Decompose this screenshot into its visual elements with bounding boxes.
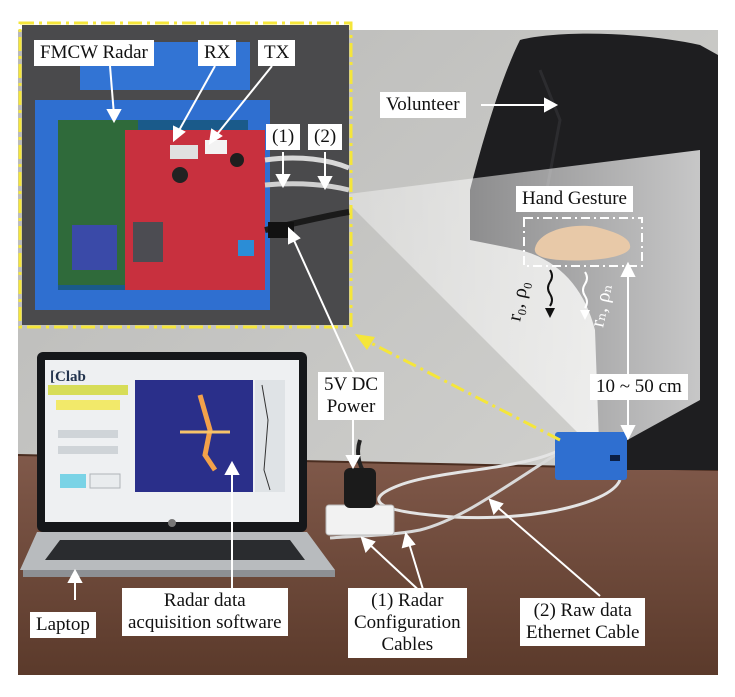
power-adapter: [325, 504, 395, 536]
label-software-line2: acquisition software: [128, 611, 282, 633]
hand-region-box: [523, 217, 643, 267]
label-power: 5V DC Power: [318, 372, 385, 420]
label-hand-gesture: Hand Gesture: [516, 186, 633, 212]
label-ethernet-line2: Ethernet Cable: [526, 621, 640, 643]
label-port-2: (2): [308, 124, 343, 150]
range-doppler-plot: [135, 380, 253, 492]
hand-shape: [534, 225, 631, 261]
distance-arrow: [620, 261, 636, 441]
software-logo: [Clab: [50, 369, 86, 385]
label-distance: 10 ~ 50 cm: [590, 374, 688, 400]
label-tx: TX: [258, 40, 296, 66]
label-software-line1: Radar data: [163, 590, 246, 611]
label-ethernet-cable: (2) Raw data Ethernet Cable: [520, 598, 646, 646]
label-config-line1: (1) Radar: [371, 590, 444, 611]
inset-link-line: [364, 338, 561, 442]
label-power-line2: Power: [326, 395, 376, 417]
label-config-line2: Configuration: [354, 611, 461, 633]
label-software: Radar data acquisition software: [122, 588, 288, 636]
label-power-line1: 5V DC: [324, 374, 379, 395]
label-laptop: Laptop: [30, 612, 96, 638]
label-ethernet-line1: (2) Raw data: [533, 600, 632, 621]
label-config-cables: (1) Radar Configuration Cables: [348, 588, 467, 658]
label-rx: RX: [198, 40, 237, 66]
label-port-1: (1): [266, 124, 301, 150]
inset-highlight-frame: [18, 21, 353, 329]
label-fmcw-radar: FMCW Radar: [34, 40, 154, 66]
label-volunteer: Volunteer: [380, 92, 466, 118]
radar-enclosure: [555, 432, 627, 480]
label-config-line3: Cables: [381, 633, 434, 655]
